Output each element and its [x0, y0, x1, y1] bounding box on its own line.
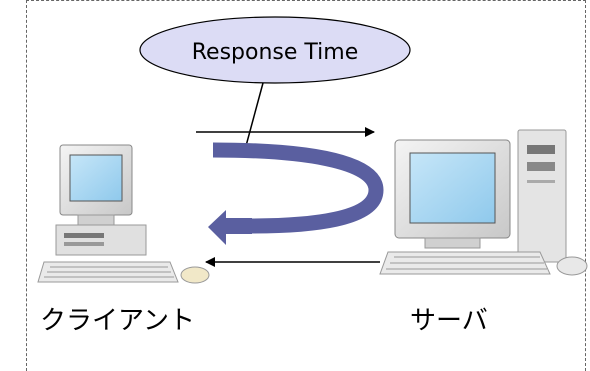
response-time-callout: Response Time: [139, 16, 411, 84]
server-label: サーバ: [410, 306, 488, 336]
curved-processing-arrow: [208, 142, 384, 245]
diagram-frame: [26, 0, 586, 371]
server-computer-icon: [379, 129, 588, 276]
callout-text: Response Time: [192, 40, 359, 65]
client-computer-icon: [37, 144, 210, 284]
client-label: クライアント: [40, 306, 195, 336]
